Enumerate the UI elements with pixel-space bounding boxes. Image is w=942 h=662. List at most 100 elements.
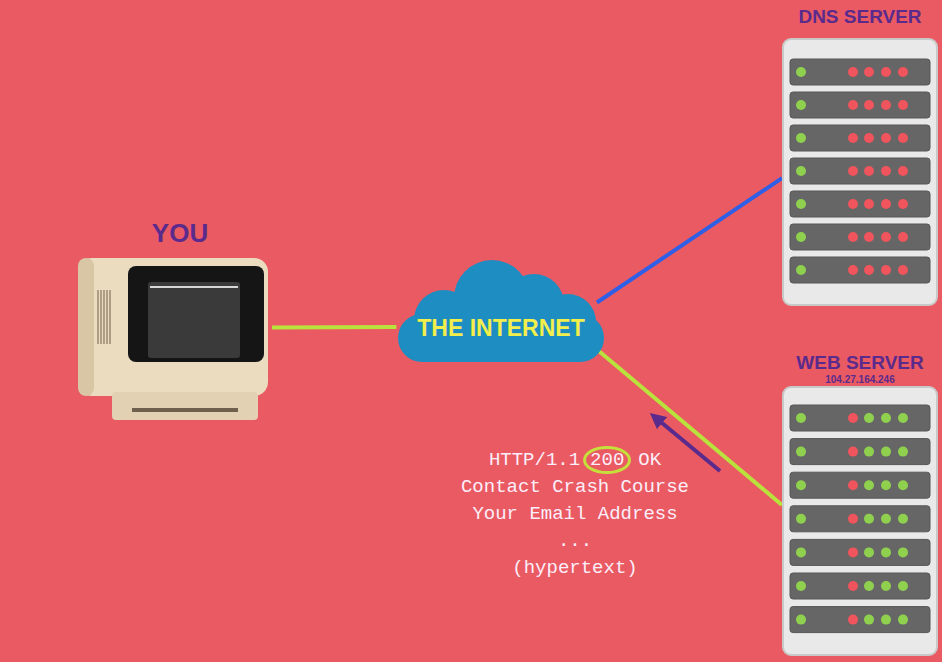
status-light [898, 199, 908, 209]
server-unit [790, 439, 930, 465]
computer-base [112, 392, 258, 420]
status-light [796, 447, 806, 457]
status-light [848, 447, 858, 457]
server-unit [790, 405, 930, 431]
server-unit [790, 506, 930, 532]
status-light [864, 581, 874, 591]
response-text: ... [558, 530, 592, 552]
status-light [864, 199, 874, 209]
status-light [864, 67, 874, 77]
status-light [848, 199, 858, 209]
screen-glare [150, 286, 238, 288]
rack-frame [783, 39, 937, 305]
status-light [796, 166, 806, 176]
status-light [848, 265, 858, 275]
server-unit [790, 573, 930, 599]
screen [148, 282, 240, 358]
response-line: ... [425, 528, 725, 555]
cloud-label: THE INTERNET [392, 258, 610, 341]
status-light [864, 480, 874, 490]
cloud-shape [392, 258, 610, 364]
status-light [796, 581, 806, 591]
network-link [597, 178, 782, 302]
status-light [848, 547, 858, 557]
internet-cloud: THE INTERNET [392, 258, 610, 364]
status-light [898, 581, 908, 591]
status-light [898, 547, 908, 557]
status-light [898, 265, 908, 275]
response-text: Your Email Address [472, 503, 677, 525]
vent-slot [100, 290, 101, 344]
http-response: HTTP/1.1200 OK Contact Crash CourseYour Em… [425, 446, 725, 582]
server-unit [790, 257, 930, 283]
status-light [864, 100, 874, 110]
status-light [898, 166, 908, 176]
server-rack [782, 38, 938, 306]
vent-slot [97, 290, 98, 344]
status-light [796, 199, 806, 209]
server-title: DNS SERVER [782, 6, 938, 28]
server-unit [790, 224, 930, 250]
status-light [881, 514, 891, 524]
status-light [881, 547, 891, 557]
status-light [881, 166, 891, 176]
response-line: Your Email Address [425, 501, 725, 528]
response-text: Contact Crash Course [461, 476, 689, 498]
status-light [796, 547, 806, 557]
drive-slot [132, 408, 238, 412]
status-light [898, 67, 908, 77]
rack-frame [783, 387, 937, 655]
status-light [848, 514, 858, 524]
status-light [898, 514, 908, 524]
status-light [848, 615, 858, 625]
status-code: 200 [583, 446, 631, 474]
status-light [848, 100, 858, 110]
status-light [848, 232, 858, 242]
status-light [898, 615, 908, 625]
status-light [881, 615, 891, 625]
server-unit [790, 59, 930, 85]
status-light [881, 265, 891, 275]
status-light [848, 166, 858, 176]
status-light [864, 514, 874, 524]
response-line: Contact Crash Course [425, 474, 725, 501]
ip-address: 104.27.164.246 [782, 374, 938, 386]
status-light [881, 413, 891, 423]
response-text: (hypertext) [512, 557, 637, 579]
server-header: DNS SERVER [782, 0, 938, 28]
status-light [881, 480, 891, 490]
status-light [898, 133, 908, 143]
status-light [881, 232, 891, 242]
server-unit [790, 125, 930, 151]
vent-slot [109, 290, 110, 344]
server-unit [790, 539, 930, 565]
server-unit [790, 158, 930, 184]
vent-slot [106, 290, 107, 344]
server-rack [782, 386, 938, 656]
status-light [898, 480, 908, 490]
status-light [848, 413, 858, 423]
status-light [796, 413, 806, 423]
status-light [848, 133, 858, 143]
status-light [796, 480, 806, 490]
server-title: WEB SERVER [782, 352, 938, 374]
monitor-body [78, 258, 268, 396]
status-light [881, 100, 891, 110]
response-text: OK [638, 449, 661, 471]
status-light [796, 265, 806, 275]
status-light [796, 100, 806, 110]
status-light [881, 67, 891, 77]
status-light [864, 447, 874, 457]
status-light [881, 133, 891, 143]
server-unit [790, 92, 930, 118]
server-unit [790, 472, 930, 498]
status-light [864, 615, 874, 625]
status-light [898, 232, 908, 242]
response-text: HTTP/1.1 [489, 449, 580, 471]
response-line: (hypertext) [425, 555, 725, 582]
server-node: DNS SERVER [782, 0, 938, 306]
status-light [796, 514, 806, 524]
vent-slot [103, 290, 104, 344]
computer-node: YOU [72, 212, 272, 424]
